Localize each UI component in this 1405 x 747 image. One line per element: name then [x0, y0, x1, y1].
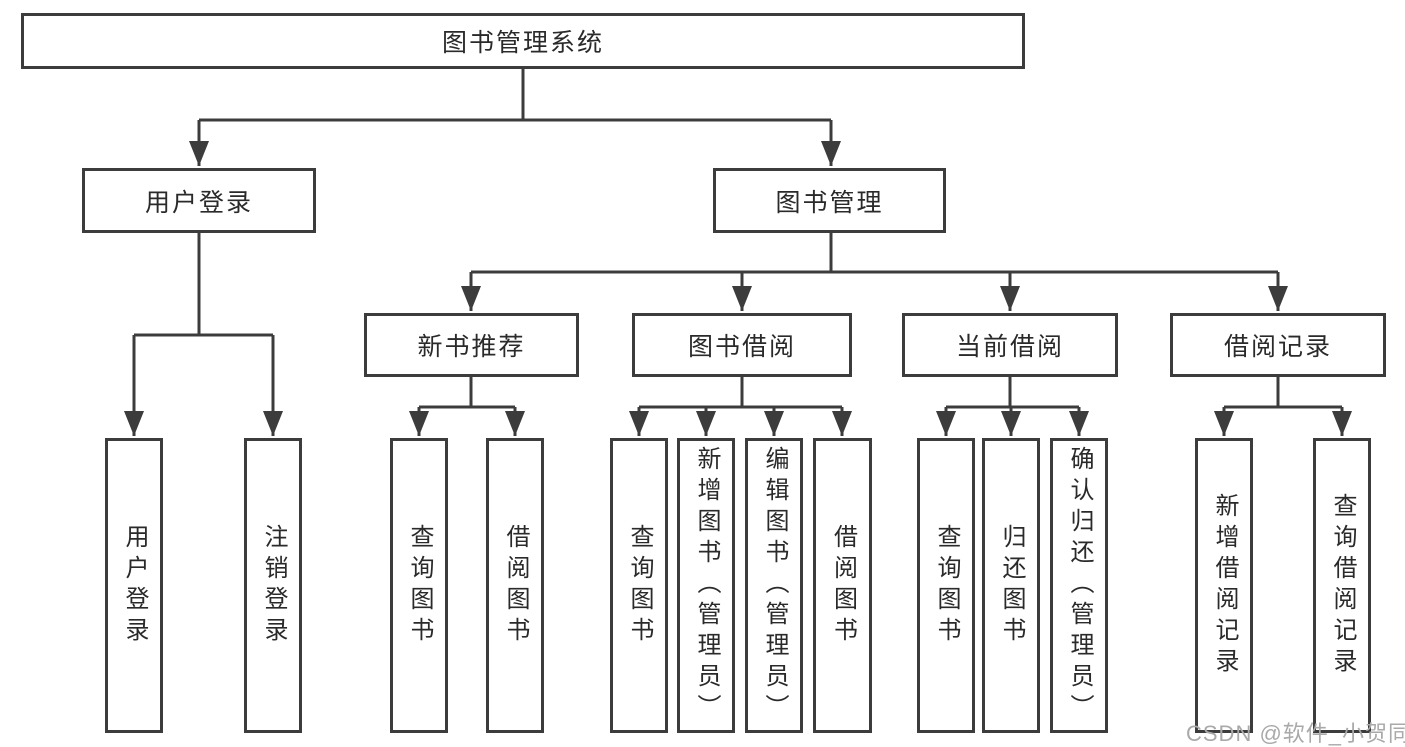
node-current-borrowing-label: 当前借阅: [955, 333, 1064, 361]
node-book-management: 图书管理: [713, 168, 946, 233]
leaf-borrow-book: 借阅图书: [813, 438, 872, 733]
leaf-return-book: 归还图书: [982, 438, 1040, 733]
node-user-login-label: 用户登录: [144, 188, 253, 217]
node-book-borrowing-label: 图书借阅: [687, 333, 796, 361]
leaf-recommend-borrow-books-label: 借阅图书: [502, 523, 529, 648]
leaf-current-query-books: 查询图书: [917, 438, 975, 733]
node-borrowing-records-label: 借阅记录: [1223, 333, 1332, 361]
leaf-borrowing-query-books-label: 查询图书: [626, 523, 653, 648]
node-book-borrowing: 图书借阅: [632, 313, 852, 377]
leaf-current-query-books-label: 查询图书: [933, 523, 960, 648]
leaf-logout: 注销登录: [244, 438, 302, 733]
leaf-logout-label: 注销登录: [260, 523, 287, 648]
leaf-edit-book-admin: 编辑图书（管理员）: [745, 438, 803, 733]
leaf-return-book-label: 归还图书: [998, 523, 1025, 648]
leaf-confirm-return-admin-label: 确认归还（管理员）: [1066, 446, 1093, 725]
node-new-book-recommend-label: 新书推荐: [417, 333, 526, 361]
node-book-management-label: 图书管理: [775, 188, 884, 217]
leaf-borrow-book-label: 借阅图书: [829, 523, 857, 648]
leaf-add-borrow-record-label: 新增借阅记录: [1211, 492, 1238, 679]
node-root: 图书管理系统: [21, 13, 1025, 69]
leaf-edit-book-admin-label: 编辑图书（管理员）: [761, 446, 788, 725]
csdn-watermark: CSDN @软件_小贺同学: [1186, 721, 1405, 746]
leaf-recommend-query-books: 查询图书: [390, 438, 448, 733]
leaf-user-login-label: 用户登录: [121, 523, 148, 648]
leaf-add-book-admin-label: 新增图书（管理员）: [693, 446, 720, 725]
leaf-query-borrow-record: 查询借阅记录: [1313, 438, 1371, 733]
node-new-book-recommend: 新书推荐: [364, 313, 579, 377]
leaf-confirm-return-admin: 确认归还（管理员）: [1050, 438, 1108, 733]
node-root-label: 图书管理系统: [441, 29, 604, 57]
node-borrowing-records: 借阅记录: [1170, 313, 1386, 377]
node-user-login: 用户登录: [82, 168, 316, 233]
leaf-add-book-admin: 新增图书（管理员）: [677, 438, 735, 733]
leaf-add-borrow-record: 新增借阅记录: [1195, 438, 1253, 733]
node-current-borrowing: 当前借阅: [902, 313, 1118, 377]
leaf-user-login: 用户登录: [105, 438, 163, 733]
leaf-query-borrow-record-label: 查询借阅记录: [1329, 492, 1356, 679]
leaf-recommend-query-books-label: 查询图书: [406, 523, 433, 648]
leaf-recommend-borrow-books: 借阅图书: [486, 438, 544, 733]
leaf-borrowing-query-books: 查询图书: [610, 438, 668, 733]
